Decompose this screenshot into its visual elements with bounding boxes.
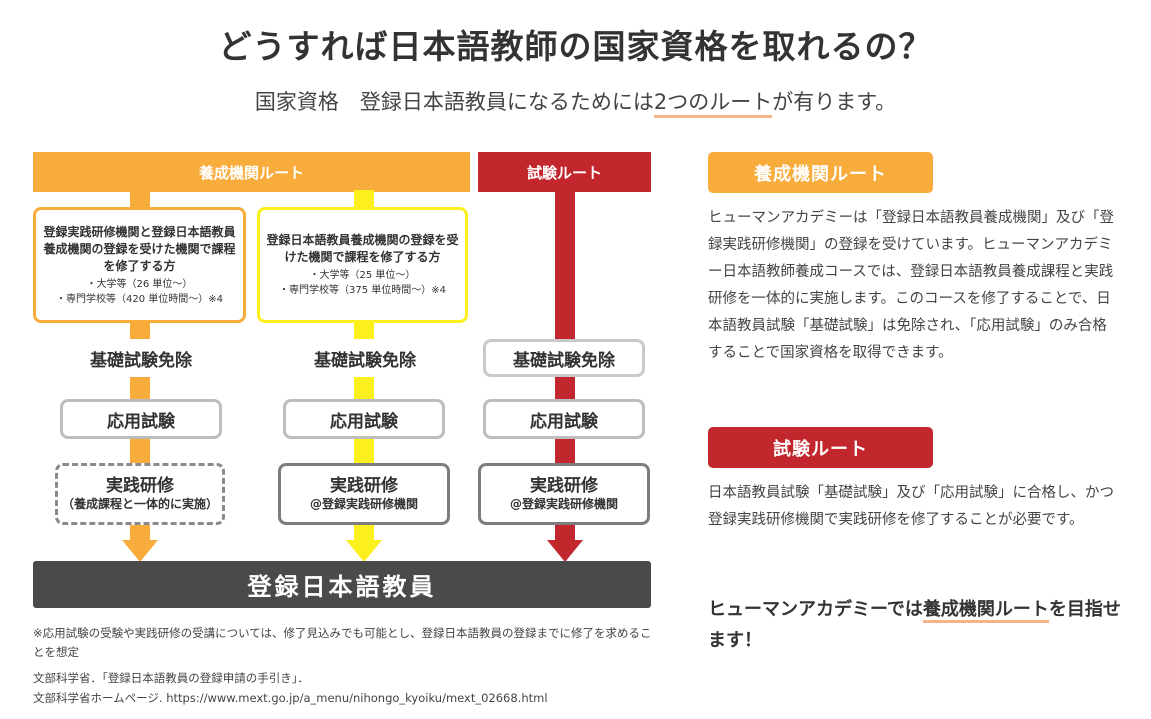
subtitle-after: が有ります。 [772,90,897,114]
applied-exam-box-3: 応用試験 [483,399,645,439]
source-citation: 文部科学省．「登録日本語教員の登録申請の手引き」． 文部科学省ホームページ. h… [33,668,673,708]
arrow-down-icon [346,540,382,562]
condition-box-1: 登録実践研修機関と登録日本語教員養成機関の登録を受けた機関で課程を修了する方 ・… [33,207,246,323]
practice-3-title: 実践研修 [530,475,598,496]
footnote: ※応用試験の受験や実践研修の受講については、修了見込みでも可能とし、登録日本語教… [33,626,652,659]
band-training-route: 養成機関ルート [33,152,470,192]
subtitle-highlight: 2つのルート [653,90,773,118]
arrow-down-icon [547,540,583,562]
exam-route-description: 日本語教員試験「基礎試験」及び「応用試験」に合格し、かつ登録実践研修機関で実践研… [708,485,1114,528]
practice-box-1: 実践研修 （養成課程と一体的に実施） [55,463,225,525]
training-route-description: ヒューマンアカデミーは「登録日本語教員養成機関」及び「登録実践研修機関」の登録を… [708,210,1114,361]
condition-2-university: ・大学等（25 単位〜） [309,270,416,281]
band-exam-route: 試験ルート [478,152,651,192]
practice-2-title: 実践研修 [330,475,398,496]
condition-box-2: 登録日本語教員養成機関の登録を受けた機関で課程を修了する方 ・大学等（25 単位… [257,207,468,323]
label-exam-route: 試験ルート [708,427,933,468]
condition-1-university: ・大学等（26 単位〜） [86,278,193,290]
applied-exam-box-1: 応用試験 [60,399,222,439]
closing-after: を目指せます！ [708,599,1121,651]
result-registered-teacher: 登録日本語教員 [33,561,651,608]
closing-before: ヒューマンアカデミーでは [708,599,923,620]
condition-1-text: 登録実践研修機関と登録日本語教員養成機関の登録を受けた機関で課程を修了する方 [43,224,236,273]
practice-box-3: 実践研修 @登録実践研修機関 [478,463,650,525]
label-training-route: 養成機関ルート [708,152,933,193]
practice-1-title: 実践研修 [106,475,174,496]
source-line-1: 文部科学省．「登録日本語教員の登録申請の手引き」． [33,671,309,685]
practice-box-2: 実践研修 @登録実践研修機関 [278,463,450,525]
practice-1-note: （養成課程と一体的に実施） [61,496,218,511]
closing-statement: ヒューマンアカデミーでは養成機関ルートを目指せます！ [708,594,1128,656]
practice-3-note: @登録実践研修機関 [509,496,618,511]
condition-2-vocational: ・専門学校等（375 単位時間〜）※4 [278,285,446,296]
applied-exam-box-2: 応用試験 [283,399,445,439]
exempt-label-2: 基礎試験免除 [292,339,438,377]
condition-2-text: 登録日本語教員養成機関の登録を受けた機関で課程を修了する方 [266,233,459,264]
arrow-down-icon [122,540,158,562]
closing-highlight: 養成機関ルート [922,599,1049,623]
page-title: どうすれば日本語教師の国家資格を取れるの？ [218,27,933,66]
practice-2-note: @登録実践研修機関 [309,496,418,511]
exempt-label-1: 基礎試験免除 [68,339,214,377]
condition-1-vocational: ・専門学校等（420 単位時間〜）※4 [55,293,223,305]
source-line-2: 文部科学省ホームページ. https://www.mext.go.jp/a_me… [33,691,548,705]
subtitle-before: 国家資格 登録日本語教員になるためには [254,90,654,114]
page-subtitle: 国家資格 登録日本語教員になるためには2つのルートが有ります。 [0,86,1151,118]
exempt-box-exam: 基礎試験免除 [483,339,645,377]
